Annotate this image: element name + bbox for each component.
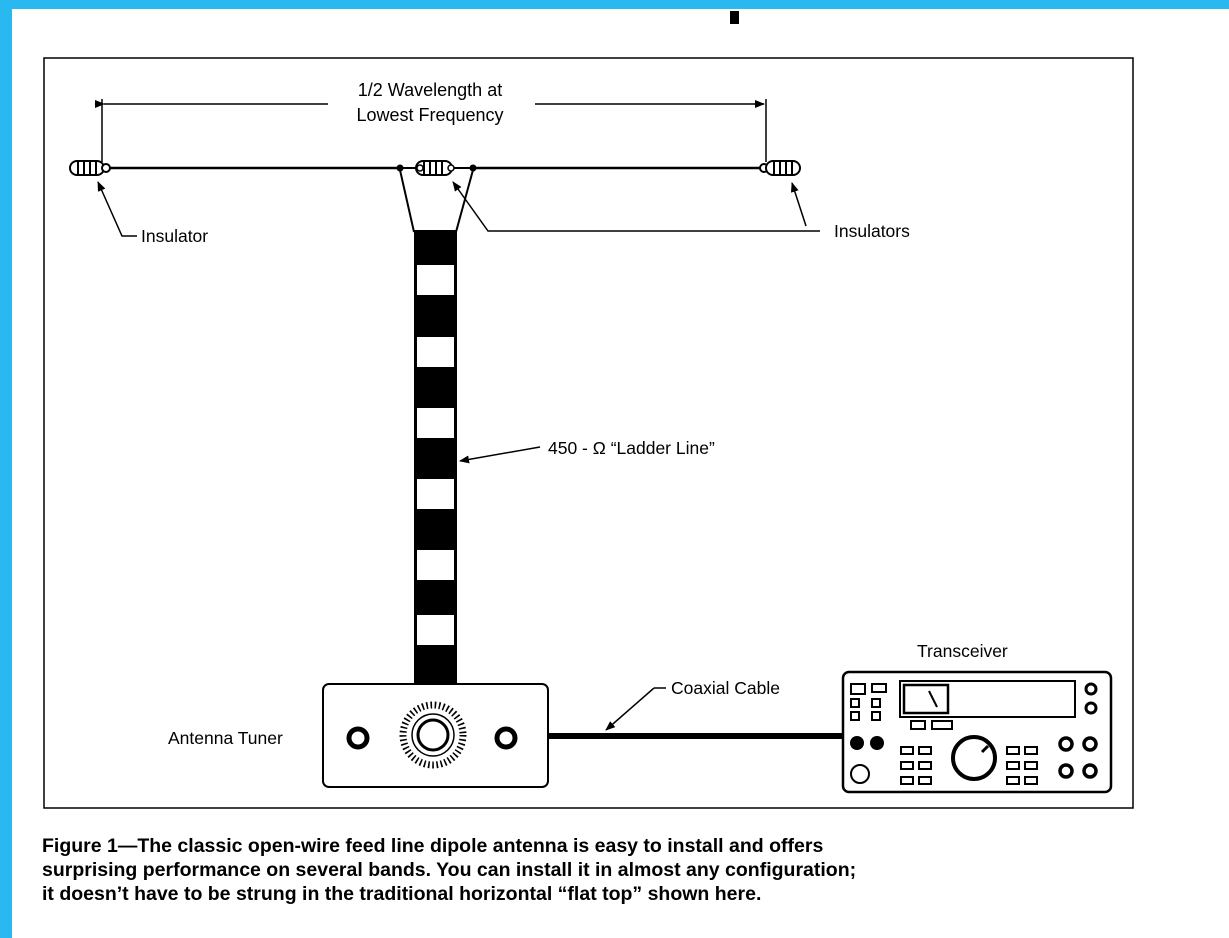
wavelength-label-line2: Lowest Frequency bbox=[356, 105, 503, 125]
insulator-left-arrow bbox=[97, 181, 137, 237]
tuner-right-knob-icon bbox=[494, 726, 518, 750]
caption-line-3: it doesn’t have to be strung in the trad… bbox=[42, 883, 762, 905]
transceiver-meter-icon bbox=[902, 683, 950, 715]
page: 1/2 Wavelength at Lowest Frequency bbox=[12, 9, 1229, 938]
coaxial-cable-label: Coaxial Cable bbox=[671, 678, 780, 698]
wavelength-dimension bbox=[95, 99, 767, 162]
transceiver-main-knob-icon bbox=[951, 735, 997, 781]
figure-frame bbox=[43, 57, 1134, 809]
antenna-tuner-label: Antenna Tuner bbox=[168, 728, 283, 748]
ladder-line bbox=[399, 169, 474, 686]
antenna-tuner bbox=[322, 683, 549, 788]
top-marker bbox=[730, 11, 739, 24]
tuner-dial-icon bbox=[399, 701, 467, 769]
insulator-left-label: Insulator bbox=[141, 226, 208, 246]
ladder-line-label: 450 - Ω “Ladder Line” bbox=[548, 438, 715, 458]
wavelength-label-line1: 1/2 Wavelength at bbox=[358, 80, 502, 100]
dipole-antenna-diagram: 1/2 Wavelength at Lowest Frequency bbox=[43, 11, 1134, 809]
insulator-left-icon bbox=[69, 160, 111, 176]
insulator-right-icon bbox=[759, 160, 801, 176]
insulators-label: Insulators bbox=[834, 221, 910, 241]
figure-caption: Figure 1—The classic open-wire feed line… bbox=[42, 834, 1212, 906]
insulator-center-icon bbox=[396, 160, 477, 176]
insulators-arrow-center bbox=[452, 181, 820, 232]
coaxial-cable-arrow bbox=[605, 687, 655, 731]
caption-line-1: Figure 1—The classic open-wire feed line… bbox=[42, 835, 824, 857]
caption-line-2: surprising performance on several bands.… bbox=[42, 859, 857, 881]
insulators-arrow-right bbox=[790, 182, 807, 227]
ladder-line-arrow bbox=[459, 446, 541, 464]
tuner-left-knob-icon bbox=[346, 726, 370, 750]
transceiver bbox=[841, 670, 1113, 794]
transceiver-label: Transceiver bbox=[917, 641, 1008, 661]
